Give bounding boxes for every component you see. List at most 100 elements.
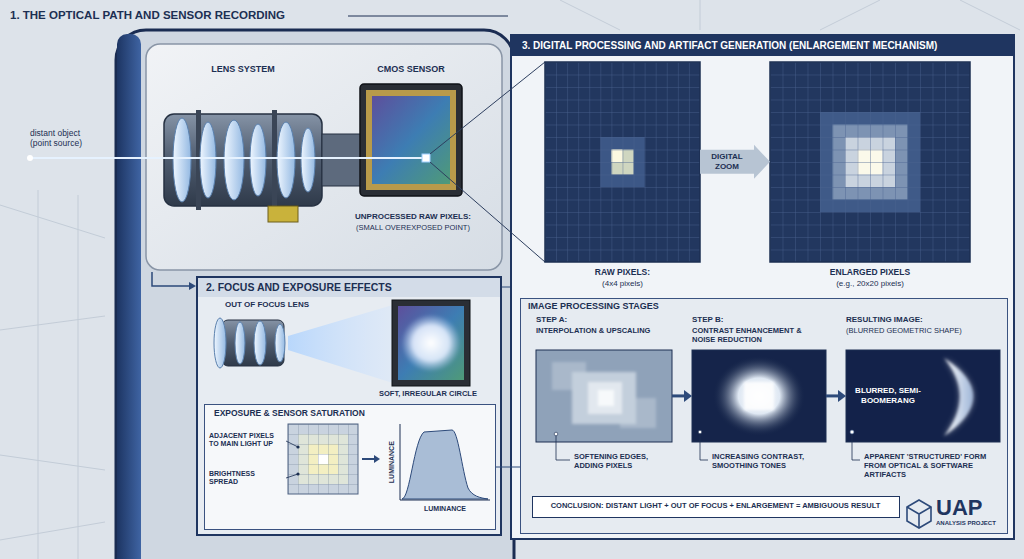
box-heading: IMAGE PROCESSING STAGES	[528, 301, 788, 312]
defocus-sensor	[392, 300, 470, 386]
saturation-grid	[288, 424, 358, 494]
leader-line	[286, 441, 298, 478]
light-beam	[27, 155, 33, 161]
text-slot: 1. THE OPTICAL PATH AND SENSOR RECORDING	[10, 9, 344, 23]
heading-rule	[348, 16, 508, 17]
enlarged-pixel-grid	[770, 62, 970, 262]
leader-line	[554, 430, 860, 460]
cmos-sensor	[360, 84, 462, 196]
caption-heading: ENLARGED PIXELS	[770, 267, 970, 277]
sensor-pixel	[422, 154, 430, 162]
phone-body	[116, 30, 514, 559]
contrast-image	[744, 382, 774, 410]
defocus-sensor	[398, 306, 464, 380]
caption-heading: RAW PIXELS:	[545, 267, 700, 277]
step-name: INTERPOLATION & UPSCALING	[536, 326, 672, 335]
flow-pointer	[152, 272, 190, 286]
cmos-sensor	[366, 90, 456, 190]
text-slot: distant object (point source)	[30, 128, 92, 148]
enlarged-pixel-grid	[820, 112, 920, 212]
flow-pointer	[152, 272, 196, 290]
raw-pixel-grid	[611, 150, 633, 175]
step-box: STEP B:CONTRAST ENHANCEMENT & NOISE REDU…	[692, 314, 826, 442]
defocus-sensor	[401, 314, 461, 372]
zoom-callout-line	[430, 62, 545, 262]
conclusion-box: CONCLUSION: DISTANT LIGHT + OUT OF FOCUS…	[532, 496, 900, 518]
luminance-histogram	[400, 424, 490, 500]
contrast-image	[692, 350, 826, 442]
text-slot: UNPROCESSED RAW PIXELS:	[348, 212, 478, 222]
text-slot: SOFT, IRREGULAR CIRCLE	[360, 389, 496, 398]
step-heading: RESULTING IMAGE:	[846, 315, 1000, 325]
defocused-lens	[254, 321, 266, 365]
axis-label: LUMINANCE	[400, 505, 490, 513]
leader-line	[286, 441, 300, 478]
arrow-head	[838, 390, 846, 402]
raw-pixel-grid	[545, 62, 700, 262]
step-heading: STEP A:	[536, 315, 672, 325]
step-name: CONTRAST ENHANCEMENT & NOISE REDUCTION	[692, 326, 826, 344]
text-slot: CONCLUSION: DISTANT LIGHT + OUT OF FOCUS…	[533, 497, 898, 514]
result-image	[846, 350, 1000, 442]
contrast-image	[692, 350, 826, 442]
text-slot: UAP	[936, 497, 1002, 519]
section-heading: 2. FOCUS AND EXPOSURE EFFECTS	[198, 278, 500, 297]
defocused-lens	[222, 320, 284, 366]
annotation: APPARENT 'STRUCTURED' FORM FROM OPTICAL …	[864, 452, 1004, 479]
process-arrow	[374, 455, 380, 463]
saturation-grid	[288, 424, 358, 494]
phone-body	[117, 34, 141, 559]
box-heading: EXPOSURE & SENSOR SATURATION	[214, 408, 434, 418]
enlarged-pixel-grid	[770, 62, 970, 262]
raw-pixel-grid	[545, 62, 700, 262]
text-slot: IMAGE PROCESSING STAGES	[528, 301, 788, 312]
raw-pixel-box: RAW PIXELS: (4x4 pixels)	[545, 62, 700, 294]
raw-pixel-grid	[600, 137, 644, 187]
leader-line	[850, 430, 854, 434]
raw-pixel-grid	[611, 150, 622, 163]
annotation: INCREASING CONTRAST, SMOOTHING TONES	[712, 452, 824, 470]
saturation-grid	[318, 454, 328, 464]
text-slot: (BLURRED GEOMETRIC SHAPE)	[846, 326, 1000, 335]
image-caption: BLURRED, SEMI-BOOMERANG	[850, 386, 926, 405]
text-slot: RESULTING IMAGE:	[846, 315, 1000, 325]
interpolated-image	[536, 350, 672, 442]
part-label: OUT OF FOCUS LENS	[212, 300, 322, 310]
section-heading: 3. DIGITAL PROCESSING AND ARTIFACT GENER…	[512, 36, 1013, 56]
text-slot: BRIGHTNESS SPREAD	[209, 470, 283, 487]
text-slot: LUMINANCE	[364, 458, 420, 466]
connector-shaft	[700, 150, 755, 174]
leader-line	[296, 445, 299, 448]
text-slot: BLURRED, SEMI-BOOMERANG	[850, 386, 926, 405]
text-slot: INCREASING CONTRAST, SMOOTHING TONES	[712, 452, 824, 470]
conclusion-text: CONCLUSION: DISTANT LIGHT + OUT OF FOCUS…	[533, 497, 898, 514]
section-link	[496, 287, 520, 467]
text-slot: RAW PIXELS:	[545, 267, 700, 277]
part-label: LENS SYSTEM	[198, 64, 288, 75]
interpolated-image	[572, 372, 636, 424]
logo-icon	[907, 500, 931, 528]
text-slot: LUMINANCE	[400, 505, 490, 513]
connector-shaft	[826, 394, 839, 397]
cmos-sensor	[360, 84, 462, 196]
text-slot: INTERPOLATION & UPSCALING	[536, 326, 672, 335]
step-box: STEP A:INTERPOLATION & UPSCALING	[536, 314, 672, 442]
text-slot: CONTRAST ENHANCEMENT & NOISE REDUCTION	[692, 326, 826, 344]
defocused-lens	[214, 318, 226, 368]
luminance-histogram	[400, 424, 490, 500]
text-slot: (4x4 pixels)	[545, 279, 700, 289]
light-beam	[30, 155, 426, 162]
text-slot: EXPOSURE & SENSOR SATURATION	[214, 408, 434, 418]
text-slot: CMOS SENSOR	[361, 64, 461, 75]
step-name: (BLURRED GEOMETRIC SHAPE)	[846, 326, 1000, 335]
text-slot: (SMALL OVEREXPOSED POINT)	[348, 223, 478, 232]
defocus-sensor	[392, 300, 470, 386]
callout-label: BRIGHTNESS SPREAD	[209, 470, 283, 487]
text-slot: OUT OF FOCUS LENS	[212, 300, 322, 310]
defocused-lens	[288, 304, 396, 384]
section-heading: 1. THE OPTICAL PATH AND SENSOR RECORDING	[10, 9, 344, 23]
source-label: distant object (point source)	[30, 128, 92, 148]
enlarged-pixel-box: ENLARGED PIXELS(e.g., 20x20 pixels)	[770, 62, 970, 294]
phone-body	[116, 30, 514, 559]
callout-label: SOFT, IRREGULAR CIRCLE	[360, 389, 496, 398]
